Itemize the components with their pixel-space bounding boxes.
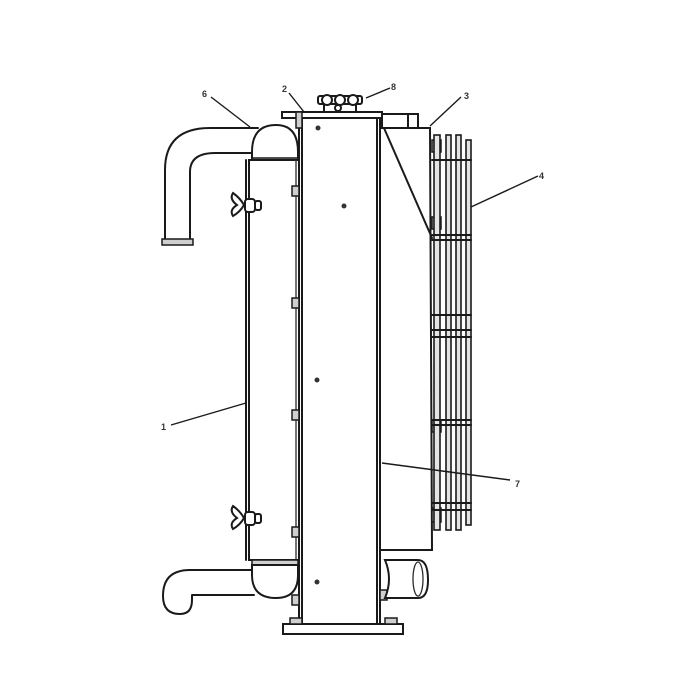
- upper-tank: [251, 123, 299, 164]
- wing-nut-lower: [230, 504, 262, 531]
- lower-tank: [251, 559, 299, 600]
- wing-nut-upper: [230, 191, 262, 218]
- bottom-flange: [282, 617, 404, 635]
- fan-shroud: [379, 113, 442, 551]
- callout-2: 2: [282, 84, 287, 94]
- upper-inlet-pipe: [161, 127, 259, 246]
- side-tank: [245, 159, 300, 561]
- radiator-core: [291, 117, 388, 629]
- callout-3: 3: [464, 91, 469, 101]
- outlet-stub: [383, 559, 430, 599]
- fan-guard: [431, 134, 472, 531]
- callout-6: 6: [202, 89, 207, 99]
- leader-lines: [170, 87, 539, 481]
- filler-cap: [317, 94, 363, 113]
- callout-8: 8: [391, 82, 396, 92]
- callout-7: 7: [515, 479, 520, 489]
- callout-4: 4: [539, 171, 544, 181]
- lower-outlet-pipe: [162, 569, 255, 615]
- callout-1: 1: [161, 422, 166, 432]
